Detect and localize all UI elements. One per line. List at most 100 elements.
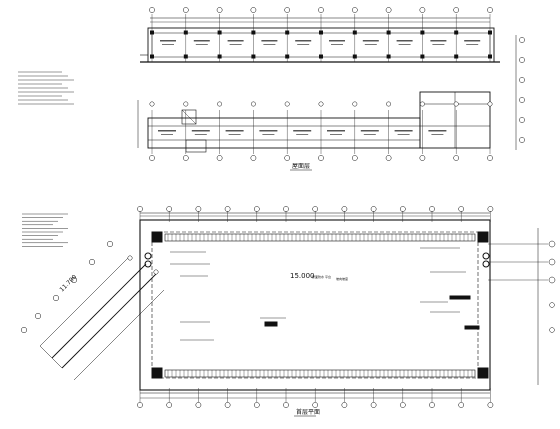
ramp-elevation: 11.700 [58, 273, 78, 293]
top-column [488, 54, 492, 59]
top-column [352, 54, 357, 59]
top-column [217, 54, 222, 59]
ramp-end-line [39, 345, 63, 369]
bottom-grid-bubble-bottom [283, 402, 289, 408]
top-grid-bubble [284, 7, 291, 13]
top-room-label-mark [162, 44, 174, 45]
mid-stair-box [181, 109, 197, 125]
top-column [183, 54, 188, 59]
mid-room-label-mark [228, 134, 241, 135]
top-column [420, 30, 425, 35]
top-room-label-mark [464, 40, 481, 42]
top-column [420, 54, 425, 59]
mid-room-label-mark [194, 134, 207, 135]
ramp-grid-bubble [52, 294, 60, 302]
top-grid-bubble [149, 7, 155, 13]
ramp-plan [20, 240, 165, 381]
top-grid-bubble [453, 7, 460, 13]
mid-grid-bubble-top [183, 101, 189, 107]
bottom-grid-bubble-top [283, 206, 289, 212]
bottom-grid-bubble-top [195, 206, 202, 212]
top-column [454, 54, 459, 59]
top-room-label-mark [261, 40, 278, 42]
mid-grid-bubble-top [149, 101, 155, 107]
mid-stair-diag [181, 109, 197, 125]
bottom-grid-bubble-bottom [370, 402, 377, 408]
bottom-grid-bubble-top [137, 206, 143, 212]
ramp-grid-bubble [106, 240, 114, 248]
mid-grid-bubble [182, 155, 189, 161]
bottom-elevation-note-2: 坡向坡度 [336, 276, 348, 281]
ramp-end-bubble [127, 255, 133, 261]
top-column [150, 30, 154, 35]
top-column [319, 54, 323, 59]
mid-grid-bubble-top [352, 101, 358, 107]
mid-room-label-mark [363, 134, 376, 135]
bottom-grid-bubble-top [166, 206, 173, 212]
bottom-grid-bubble-bottom [195, 402, 202, 408]
right-grid-bubble [548, 240, 556, 248]
top-room-label-mark [430, 40, 447, 42]
bottom-grid-bubbles-top [137, 206, 494, 222]
right-grid-bubble [548, 258, 556, 266]
top-room-label-mark [364, 44, 377, 45]
right-side-bubble [519, 57, 525, 63]
mid-grid-bubble [250, 155, 257, 161]
top-room-label-mark [263, 44, 276, 45]
mid-room-label-mark [428, 130, 447, 132]
right-grid-bubble-small [549, 327, 555, 333]
ramp-edge-1 [51, 263, 147, 359]
mid-grid-bubble [385, 155, 392, 161]
top-column [285, 30, 290, 35]
top-room-label-mark [295, 40, 312, 42]
top-room-label-mark [329, 40, 345, 42]
mid-grid-bubble [216, 155, 223, 161]
bottom-plan [137, 206, 548, 408]
mid-grid-bubble-top [284, 101, 290, 107]
top-grid-bubble [250, 7, 257, 13]
mid-grid-lines [151, 110, 491, 154]
mid-room-label-mark [296, 134, 309, 135]
corner-block-bl [151, 367, 163, 379]
ramp-grid-bubbles [20, 240, 159, 334]
bottom-grid-bubble-top [341, 206, 348, 212]
ramp-grid-bubble [88, 258, 96, 266]
drain-marker-4 [482, 260, 490, 268]
top-room-label-mark [331, 44, 343, 45]
mid-grid-bubble-top [453, 101, 459, 107]
notes-block-2 [22, 213, 68, 247]
ramp-dim-2 [73, 289, 165, 381]
top-grid-bubble [487, 7, 493, 13]
mid-grid-bubble-top [318, 101, 324, 107]
bottom-grid-bubble-top [487, 206, 494, 212]
mid-stair-box-2 [185, 139, 207, 153]
top-room-label-mark [193, 40, 210, 42]
top-column [251, 30, 256, 35]
bottom-grid-bubble-bottom [487, 402, 494, 408]
mid-grid-bubble-top [250, 101, 256, 107]
top-column [386, 54, 391, 59]
mid-room-label-mark [360, 130, 379, 132]
right-side-bubble [519, 37, 525, 43]
mid-grid-bubble-top [217, 101, 223, 107]
drain-marker-3 [482, 252, 490, 260]
bottom-grid-bubble-bottom [137, 402, 143, 408]
gutter-ticks [167, 234, 473, 377]
bottom-grid-bubble-bottom [253, 402, 260, 408]
top-room-label-mark [398, 44, 411, 45]
mid-grid-bubble-top [419, 101, 425, 107]
mid-room-label-mark [191, 130, 210, 132]
mid-grid-bubble-top [487, 101, 493, 107]
bottom-grid-bubble-top [253, 206, 260, 212]
middle-plan [137, 91, 493, 161]
mid-room-label-mark [161, 134, 173, 135]
right-grid-bubble-small [549, 302, 555, 308]
bottom-grid-bubble-bottom [166, 402, 173, 408]
mid-grid-bubble [453, 155, 460, 161]
top-column [454, 30, 459, 35]
top-column [386, 30, 391, 35]
top-column [285, 54, 290, 59]
bottom-grid-bubble-top [312, 206, 319, 212]
right-grid-bubble [548, 276, 556, 284]
